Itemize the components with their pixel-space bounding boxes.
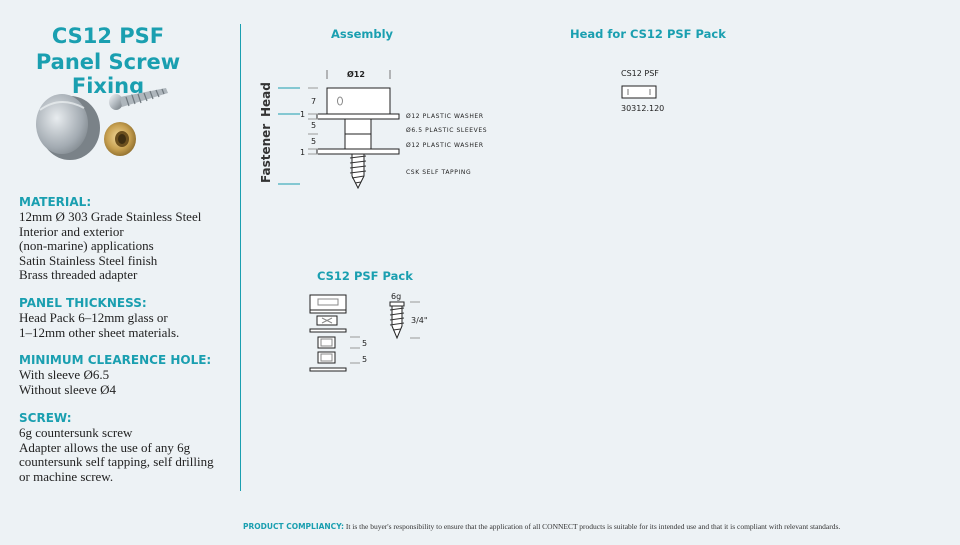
spec-line: 6g countersunk screw xyxy=(19,425,133,440)
psf-pack-title: CS12 PSF Pack xyxy=(317,269,413,283)
spec-line: countersunk self tapping, self drilling xyxy=(19,454,214,470)
product-title: CS12 PSF xyxy=(51,24,165,48)
spec-screw: SCREW: 6g countersunk screw Adapter allo… xyxy=(19,411,244,484)
dim-label: 5 xyxy=(362,355,368,364)
spec-line: Without sleeve Ø4 xyxy=(19,381,116,397)
product-subtitle: Panel Screw Fixing xyxy=(35,50,181,98)
compliancy-label: PRODUCT COMPLIANCY: xyxy=(243,522,344,531)
spec-line: 1–12mm other sheet materials. xyxy=(19,324,180,340)
spec-material: MATERIAL: 12mm Ø 303 Grade Stainless Ste… xyxy=(19,195,244,283)
head-pack-code: 30312.120 xyxy=(621,104,665,113)
compliancy-footer: PRODUCT COMPLIANCY: It is the buyer's re… xyxy=(243,522,840,531)
callout-label: Ø12 PLASTIC WASHER xyxy=(406,113,484,120)
steel-cap-image xyxy=(36,94,100,160)
spec-line: (non-marine) applications xyxy=(19,238,154,254)
spec-panel-thickness: PANEL THICKNESS: Head Pack 6–12mm glass … xyxy=(19,296,244,340)
assembly-title: Assembly xyxy=(331,27,394,41)
spec-line: Adapter allows the use of any 6g xyxy=(19,439,191,455)
dim-label: 5 xyxy=(311,137,317,146)
head-pack-drawing xyxy=(621,85,657,99)
spec-heading: SCREW: xyxy=(19,411,72,425)
dim-label: 5 xyxy=(362,339,368,348)
spec-line: Interior and exterior xyxy=(19,223,124,239)
spec-line: With sleeve Ø6.5 xyxy=(19,367,110,382)
head-label: Head xyxy=(259,82,273,117)
callout-label: Ø6.5 PLASTIC SLEEVES xyxy=(406,127,488,134)
assembly-drawing xyxy=(278,70,400,190)
dim-label: 1 xyxy=(300,148,306,157)
diameter-label: Ø12 xyxy=(347,70,365,79)
spec-line: 12mm Ø 303 Grade Stainless Steel xyxy=(19,209,202,224)
spec-clearance-hole: MINIMUM CLEARENCE HOLE: With sleeve Ø6.5… xyxy=(19,353,244,397)
spec-heading: MATERIAL: xyxy=(19,195,92,209)
dim-label: 1 xyxy=(300,110,306,119)
spec-heading: PANEL THICKNESS: xyxy=(19,296,147,310)
dim-label: 7 xyxy=(311,97,317,106)
screw-length-label: 3/4" xyxy=(411,316,428,325)
spec-heading: MINIMUM CLEARENCE HOLE: xyxy=(19,353,212,367)
spec-line: Satin Stainless Steel finish xyxy=(19,252,158,268)
spec-line: Head Pack 6–12mm glass or xyxy=(19,310,168,325)
spec-line: or machine screw. xyxy=(19,468,114,484)
callout-label: CSK SELF TAPPING xyxy=(406,169,472,176)
brass-adapter-image xyxy=(104,122,136,156)
head-pack-label: CS12 PSF xyxy=(621,69,659,78)
spec-line: Brass threaded adapter xyxy=(19,267,138,283)
dim-label: 5 xyxy=(311,121,317,130)
fastener-label: Fastener xyxy=(259,123,273,183)
screw-gauge-label: 6g xyxy=(391,292,402,301)
callout-label: Ø12 PLASTIC WASHER xyxy=(406,142,484,149)
head-pack-title: Head for CS12 PSF Pack xyxy=(570,27,726,41)
column-divider xyxy=(240,24,241,491)
compliancy-text: It is the buyer's responsibility to ensu… xyxy=(345,522,841,531)
